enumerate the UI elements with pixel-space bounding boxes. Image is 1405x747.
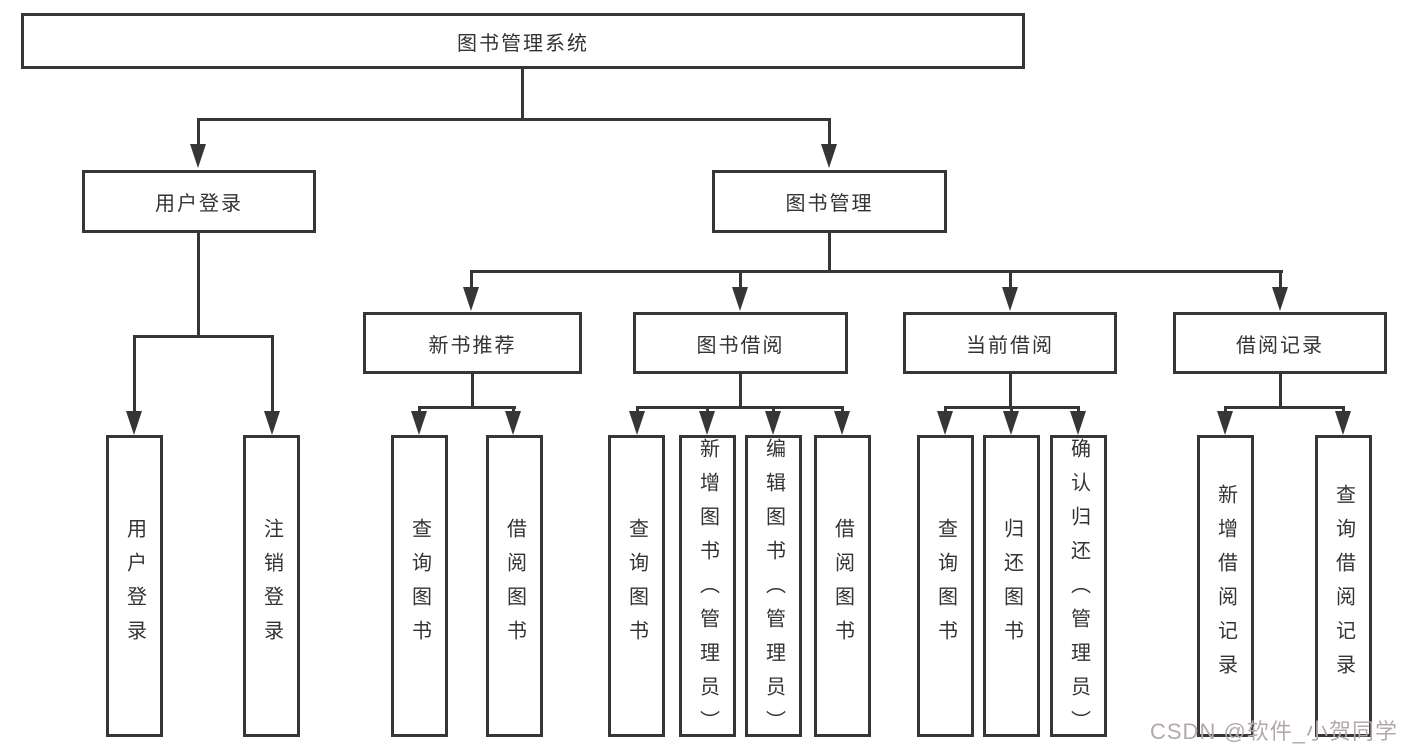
leaf-confirm-return-admin: 确认归还（管理员） — [1050, 435, 1107, 744]
arrowhead-down — [699, 411, 715, 435]
arrowhead-down — [732, 287, 748, 311]
arrowhead-down — [1070, 411, 1086, 435]
connector — [133, 335, 274, 338]
node-user-login: 用户登录 — [82, 170, 316, 233]
arrowhead-down — [1335, 411, 1351, 435]
node-new-book-recommend: 新书推荐 — [363, 312, 582, 374]
connector — [1279, 374, 1282, 406]
leaf-edit-books-admin: 编辑图书（管理员） — [745, 435, 802, 744]
leaf-return-books: 归还图书 — [983, 435, 1040, 737]
arrowhead-down — [765, 411, 781, 435]
node-book-borrow: 图书借阅 — [633, 312, 848, 374]
arrowhead-down — [937, 411, 953, 435]
leaf-add-books-admin: 新增图书（管理员） — [679, 435, 736, 744]
arrowhead-down — [463, 287, 479, 311]
node-root-library-system: 图书管理系统 — [21, 13, 1025, 69]
arrowhead-down — [1272, 287, 1288, 311]
leaf-logout: 注销登录 — [243, 435, 300, 737]
arrowhead-down — [264, 411, 280, 435]
connector — [1009, 374, 1012, 406]
connector — [197, 118, 831, 121]
arrowhead-down — [821, 144, 837, 168]
node-current-borrow: 当前借阅 — [903, 312, 1117, 374]
connector — [828, 233, 831, 270]
connector — [739, 270, 742, 290]
arrowhead-down — [1003, 411, 1019, 435]
connector — [1279, 270, 1282, 290]
connector — [133, 335, 136, 415]
arrowhead-down — [190, 144, 206, 168]
connector — [418, 406, 516, 409]
arrowhead-down — [629, 411, 645, 435]
arrowhead-down — [1217, 411, 1233, 435]
connector — [470, 270, 473, 290]
connector — [197, 118, 200, 150]
arrowhead-down — [411, 411, 427, 435]
leaf-add-borrow-record: 新增借阅记录 — [1197, 435, 1254, 737]
connector — [470, 270, 1283, 273]
connector — [739, 374, 742, 406]
connector — [471, 374, 474, 406]
connector — [197, 233, 200, 335]
leaf-query-borrow-record: 查询借阅记录 — [1315, 435, 1372, 737]
leaf-borrow-books-recommend: 借阅图书 — [486, 435, 543, 737]
arrowhead-down — [834, 411, 850, 435]
arrowhead-down — [505, 411, 521, 435]
connector — [271, 335, 274, 415]
leaf-query-books-current: 查询图书 — [917, 435, 974, 737]
connector — [828, 118, 831, 150]
arrowhead-down — [1002, 287, 1018, 311]
connector — [1009, 270, 1012, 290]
leaf-user-login: 用户登录 — [106, 435, 163, 737]
connector — [521, 69, 524, 118]
leaf-query-books-borrow: 查询图书 — [608, 435, 665, 737]
connector — [636, 406, 844, 409]
leaf-borrow-books: 借阅图书 — [814, 435, 871, 737]
connector — [1224, 406, 1345, 409]
node-book-management: 图书管理 — [712, 170, 947, 233]
csdn-watermark: CSDN @软件_小贺同学 — [1150, 719, 1399, 744]
node-borrow-records: 借阅记录 — [1173, 312, 1387, 374]
arrowhead-down — [126, 411, 142, 435]
leaf-query-books-recommend: 查询图书 — [391, 435, 448, 737]
